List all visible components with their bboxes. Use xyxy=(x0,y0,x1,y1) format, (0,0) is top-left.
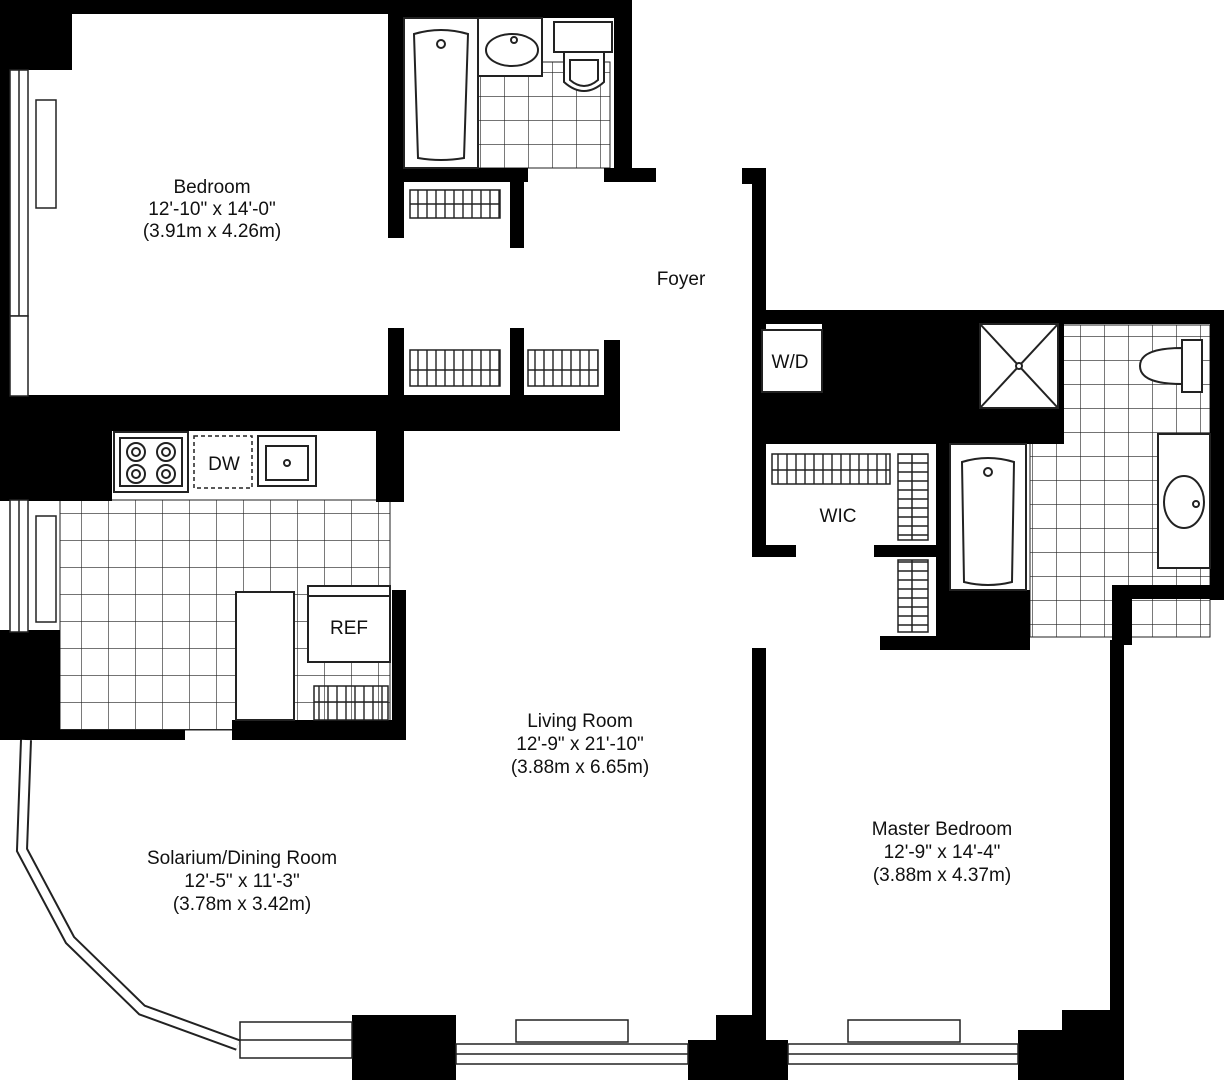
room-label-bedroom: Bedroom 12'-10" x 14'-0" (3.91m x 4.26m) xyxy=(143,177,281,242)
washer-dryer: W/D xyxy=(761,329,823,393)
bathtub-top xyxy=(403,17,479,169)
counter-island xyxy=(235,591,295,721)
room-label-living: Living Room 12'-9" x 21'-10" (3.88m x 6.… xyxy=(511,711,649,778)
refrigerator-label: REF xyxy=(330,618,368,639)
living-name: Living Room xyxy=(527,711,633,732)
wic-name: WIC xyxy=(820,506,857,527)
room-label-master: Master Bedroom 12'-9" x 14'-4" (3.88m x … xyxy=(872,819,1012,886)
kitchen-sink xyxy=(257,435,317,487)
solarium-metric: (3.78m x 3.42m) xyxy=(173,894,311,915)
bedroom-metric: (3.91m x 4.26m) xyxy=(143,221,281,242)
master-metric: (3.88m x 4.37m) xyxy=(873,865,1011,886)
shower xyxy=(979,323,1059,409)
master-imperial: 12'-9" x 14'-4" xyxy=(884,842,1001,863)
stove xyxy=(113,431,189,493)
living-imperial: 12'-9" x 21'-10" xyxy=(516,734,643,755)
dishwasher: DW xyxy=(193,435,253,489)
sink-top xyxy=(477,17,543,77)
refrigerator: REF xyxy=(307,585,391,663)
windows xyxy=(9,69,1019,1065)
master-name: Master Bedroom xyxy=(872,819,1012,840)
bedroom-name: Bedroom xyxy=(173,177,250,198)
washer-dryer-label: W/D xyxy=(772,352,809,373)
bedroom-imperial: 12'-10" x 14'-0" xyxy=(148,199,275,220)
toilet-top xyxy=(553,21,613,92)
room-label-foyer: Foyer xyxy=(657,269,706,290)
closet-racks xyxy=(313,189,929,721)
vanity-master xyxy=(1157,433,1211,569)
bathtub-master xyxy=(949,443,1027,591)
room-label-solarium: Solarium/Dining Room 12'-5" x 11'-3" (3.… xyxy=(147,848,337,915)
solarium-imperial: 12'-5" x 11'-3" xyxy=(184,871,299,892)
foyer-name: Foyer xyxy=(657,269,706,290)
room-label-wic: WIC xyxy=(820,506,857,527)
solarium-name: Solarium/Dining Room xyxy=(147,848,337,869)
toilet-master xyxy=(1138,339,1203,393)
living-metric: (3.88m x 6.65m) xyxy=(511,757,649,778)
dishwasher-label: DW xyxy=(208,454,240,475)
